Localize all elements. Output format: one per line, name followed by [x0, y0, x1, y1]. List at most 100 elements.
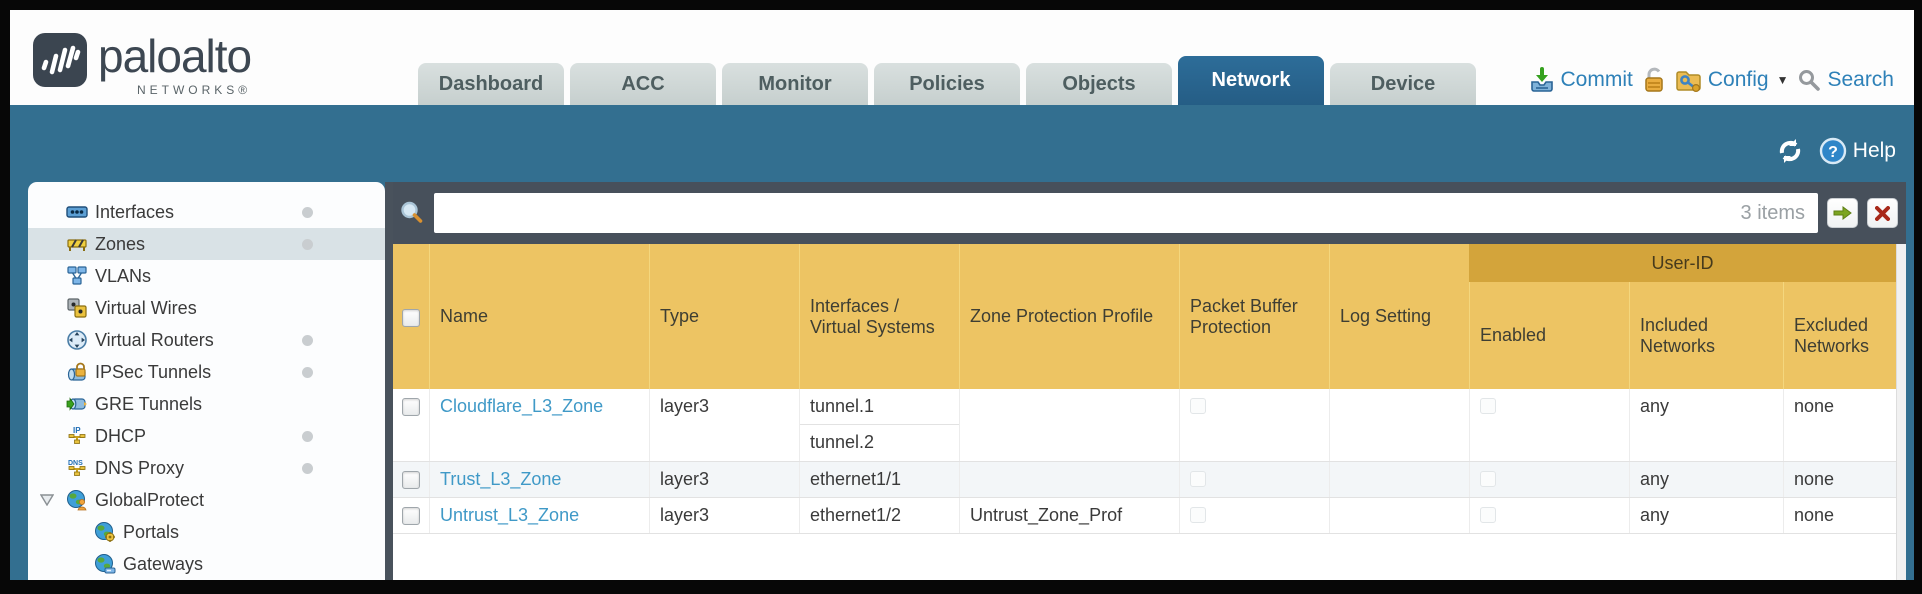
paloalto-logo: paloalto NETWORKS® [32, 30, 252, 97]
apply-filter-button[interactable] [1827, 198, 1858, 228]
sidebar-item-label: VLANs [95, 265, 152, 286]
sidebar-item-virtual-routers[interactable]: Virtual Routers [28, 324, 385, 356]
select-all-checkbox[interactable] [402, 308, 420, 327]
column-header-included-networks[interactable]: Included Networks [1629, 282, 1783, 389]
column-header-log-setting[interactable]: Log Setting [1329, 244, 1469, 389]
commit-button[interactable]: Commit [1529, 66, 1633, 93]
column-header-type[interactable]: Type [649, 244, 799, 389]
zone-name-link[interactable]: Untrust_L3_Zone [429, 498, 649, 533]
network-sidebar: Interfaces Zones VLANs [28, 182, 385, 580]
zone-interfaces-cell: tunnel.1 tunnel.2 [799, 389, 959, 461]
clear-filter-button[interactable] [1867, 198, 1898, 228]
sidebar-item-vlans[interactable]: VLANs [28, 260, 385, 292]
sidebar-item-dns-proxy[interactable]: DNS DNS Proxy [28, 452, 385, 484]
zones-table: Name Type Interfaces / Virtual Systems Z… [393, 244, 1896, 580]
user-id-enabled-cell [1469, 462, 1629, 497]
virtual-wires-icon [67, 298, 87, 318]
table-header: Name Type Interfaces / Virtual Systems Z… [393, 244, 1896, 389]
sidebar-item-dhcp[interactable]: IP DHCP [28, 420, 385, 452]
user-id-enabled-cell [1469, 389, 1629, 461]
globalprotect-icon [67, 490, 87, 511]
commit-label: Commit [1560, 67, 1633, 91]
ipsec-tunnels-icon [67, 362, 86, 381]
zones-main-panel: 3 items Name Type [393, 182, 1906, 580]
select-all-cell [393, 244, 429, 389]
user-id-enabled-cell [1469, 498, 1629, 533]
column-header-excluded-networks[interactable]: Excluded Networks [1783, 282, 1896, 389]
packet-buffer-checkbox[interactable] [1190, 507, 1206, 523]
gre-tunnels-icon [66, 397, 87, 411]
packet-buffer-checkbox[interactable] [1190, 398, 1206, 414]
sidebar-item-label: Portals [123, 521, 180, 542]
zone-name-link[interactable]: Trust_L3_Zone [429, 462, 649, 497]
column-header-interfaces[interactable]: Interfaces / Virtual Systems [799, 244, 959, 389]
table-row: Cloudflare_L3_Zone layer3 tunnel.1 tunne… [393, 389, 1896, 462]
help-button[interactable]: ? Help [1819, 137, 1896, 165]
sidebar-item-interfaces[interactable]: Interfaces [28, 196, 385, 228]
tab-network[interactable]: Network [1178, 56, 1324, 105]
config-menu-button[interactable]: Config ▼ [1675, 67, 1789, 93]
excluded-networks-cell: none [1783, 498, 1896, 533]
tab-monitor[interactable]: Monitor [722, 63, 868, 105]
sidebar-item-portals[interactable]: Portals [28, 516, 385, 548]
sidebar-item-ipsec-tunnels[interactable]: IPSec Tunnels [28, 356, 385, 388]
panos-web-ui: paloalto NETWORKS® Dashboard ACC Monitor… [10, 10, 1914, 580]
packet-buffer-protection-cell [1179, 498, 1329, 533]
row-checkbox[interactable] [402, 507, 420, 525]
filter-input[interactable] [434, 193, 1818, 233]
row-checkbox[interactable] [402, 471, 420, 489]
column-header-packet-buffer-protection[interactable]: Packet Buffer Protection [1179, 244, 1329, 389]
zone-protection-profile-cell [959, 462, 1179, 497]
enabled-checkbox[interactable] [1480, 398, 1496, 414]
lock-icon[interactable] [1642, 66, 1666, 93]
zone-name-link[interactable]: Cloudflare_L3_Zone [429, 389, 649, 461]
column-header-enabled[interactable]: Enabled [1469, 282, 1629, 389]
zone-interfaces-cell: ethernet1/2 [799, 498, 959, 533]
sidebar-item-label: Interfaces [95, 201, 175, 222]
search-button[interactable]: Search [1797, 68, 1894, 92]
dns-proxy-icon: DNS [68, 460, 86, 476]
tab-device[interactable]: Device [1330, 63, 1476, 105]
included-networks-cell: any [1629, 498, 1783, 533]
scrollbar-gutter[interactable] [1896, 244, 1906, 580]
excluded-networks-cell: none [1783, 462, 1896, 497]
tab-policies[interactable]: Policies [874, 63, 1020, 105]
sidebar-item-label: GRE Tunnels [95, 393, 203, 414]
packet-buffer-protection-cell [1179, 462, 1329, 497]
enabled-checkbox[interactable] [1480, 507, 1496, 523]
search-label: Search [1827, 67, 1894, 91]
column-header-name[interactable]: Name [429, 244, 649, 389]
sidebar-item-gateways[interactable]: Gateways [28, 548, 385, 580]
paloalto-logo-icon [33, 33, 87, 87]
sidebar-item-virtual-wires[interactable]: Virtual Wires [28, 292, 385, 324]
logo-text: paloalto NETWORKS® [98, 30, 252, 97]
sidebar-item-label: GlobalProtect [95, 489, 205, 510]
gateways-icon [95, 554, 116, 574]
packet-buffer-checkbox[interactable] [1190, 471, 1206, 487]
table-row: Untrust_L3_Zone layer3 ethernet1/2 Untru… [393, 498, 1896, 534]
log-setting-cell [1329, 462, 1469, 497]
dhcp-icon: IP [68, 426, 86, 444]
tab-objects[interactable]: Objects [1026, 63, 1172, 105]
chevron-down-icon: ▼ [1776, 72, 1789, 87]
sidebar-item-globalprotect[interactable]: GlobalProtect [28, 484, 385, 516]
enabled-checkbox[interactable] [1480, 471, 1496, 487]
table-row: Trust_L3_Zone layer3 ethernet1/1 any non… [393, 462, 1896, 498]
zone-protection-profile-cell [959, 389, 1179, 461]
tab-acc[interactable]: ACC [570, 63, 716, 105]
row-checkbox[interactable] [402, 398, 420, 416]
svg-text:DNS: DNS [68, 460, 83, 467]
zone-interfaces-cell: ethernet1/1 [799, 462, 959, 497]
main-nav-tabs: Dashboard ACC Monitor Policies Objects N… [418, 56, 1482, 105]
row-select-cell [393, 389, 429, 461]
sidebar-item-gre-tunnels[interactable]: GRE Tunnels [28, 388, 385, 420]
brand-subtitle: NETWORKS® [136, 83, 252, 97]
sidebar-item-zones[interactable]: Zones [28, 228, 385, 260]
expander-triangle-icon[interactable] [40, 494, 54, 506]
tab-dashboard[interactable]: Dashboard [418, 63, 564, 105]
refresh-icon[interactable] [1775, 136, 1805, 166]
column-header-zone-protection-profile[interactable]: Zone Protection Profile [959, 244, 1179, 389]
log-setting-cell [1329, 498, 1469, 533]
virtual-routers-icon [67, 330, 87, 350]
